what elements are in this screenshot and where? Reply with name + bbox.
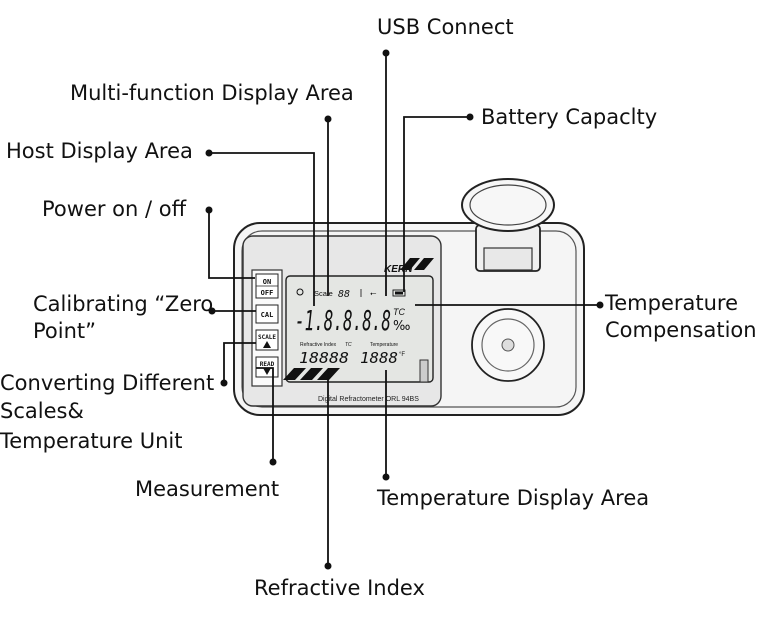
triangle-down-icon xyxy=(263,368,271,375)
device-body xyxy=(233,178,585,416)
label-converting-1: Converting Different xyxy=(0,371,215,395)
lcd-permille: ‰ xyxy=(393,319,410,334)
scale-label: SCALE xyxy=(258,334,276,341)
label-measurement: Measurement xyxy=(135,477,280,501)
lcd-main-digits: -1.8.8.8.8 xyxy=(295,304,391,337)
label-refractive-index: Refractive Index xyxy=(254,576,425,600)
cal-button[interactable] xyxy=(255,304,279,324)
label-host-display: Host Display Area xyxy=(6,139,193,163)
label-calibrating-1: Calibrating “Zero xyxy=(33,292,214,316)
label-converting-3: Temperature Unit xyxy=(0,429,183,453)
label-calibrating-2: Point” xyxy=(33,319,97,343)
label-temp-display: Temperature Display Area xyxy=(377,486,650,510)
cal-label: CAL xyxy=(261,311,274,319)
lcd-ri-digits: 18888 xyxy=(299,349,349,367)
lcd-temp-digits: 1888 xyxy=(360,349,398,367)
triangle-up-icon xyxy=(263,341,271,348)
lcd-tc: TC xyxy=(393,307,405,317)
label-temp-comp-1: Temperature xyxy=(605,291,739,315)
lcd-tc-small: TC xyxy=(345,342,352,348)
usb-icon: ⭠ xyxy=(370,289,377,298)
label-converting-2: Scales& xyxy=(0,399,84,423)
on-label: ON xyxy=(263,278,271,286)
label-power: Power on / off xyxy=(42,197,187,221)
off-label: OFF xyxy=(261,289,274,297)
label-usb-connect: USB Connect xyxy=(377,15,514,39)
brand-logo: KERN xyxy=(384,264,413,275)
label-battery: Battery Capaclty xyxy=(481,105,658,129)
read-label: READ xyxy=(260,361,275,368)
model-label: Digital Refractometer ORL 94BS xyxy=(318,396,419,403)
lcd-screen xyxy=(285,275,434,383)
lcd-scale-label: Scale xyxy=(314,289,333,298)
lcd-temperature-label: Temperature xyxy=(370,342,398,348)
lcd-temp-unit: °F xyxy=(399,352,405,358)
battery-icon xyxy=(392,289,406,297)
sun-icon xyxy=(296,288,304,296)
scale-button[interactable] xyxy=(255,329,279,351)
lcd-refractive-label: Refractive Index xyxy=(300,342,337,348)
lcd-content: KERN Scale 88 ⭠ -1.8.8.8.8 TC ‰ Refracti… xyxy=(295,264,419,403)
label-temp-comp-2: Compensation xyxy=(605,318,757,342)
leader-lines xyxy=(205,49,604,570)
lcd-scale-digits: 88 xyxy=(338,289,350,300)
label-multi-function: Multi-function Display Area xyxy=(70,81,354,105)
